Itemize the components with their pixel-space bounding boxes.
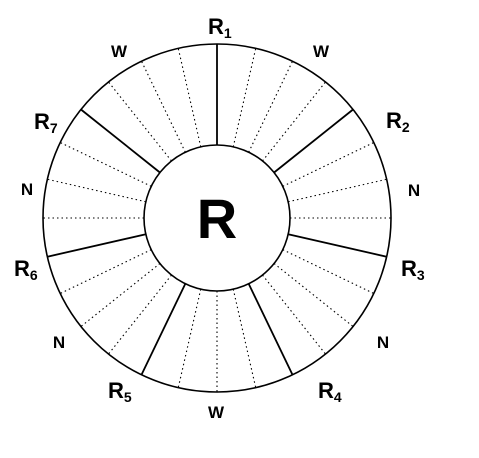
dotted-division-line	[59, 142, 152, 187]
dotted-division-line	[262, 81, 326, 162]
label-r3: R3	[401, 256, 425, 283]
label-r3-main: R	[401, 256, 417, 281]
label-r4-sub: 4	[334, 389, 342, 405]
label-n-left: N	[21, 180, 33, 199]
dotted-division-line	[232, 289, 257, 388]
dotted-division-line	[177, 289, 202, 388]
label-r2-sub: 2	[402, 119, 410, 135]
label-r1-main: R	[208, 14, 224, 39]
label-r4: R4	[318, 378, 342, 405]
label-n-right: N	[408, 181, 420, 200]
dotted-division-line	[80, 263, 161, 327]
dotted-division-line	[59, 249, 152, 294]
sector-boundary-line	[47, 233, 147, 258]
sector-boundaries	[47, 44, 387, 376]
dotted-division-line	[248, 60, 293, 153]
dotted-division-line	[177, 48, 202, 147]
dotted-division-line	[108, 274, 172, 355]
label-r7: R7	[34, 109, 58, 136]
label-r6-main: R	[14, 256, 30, 281]
label-w-top-right: W	[313, 42, 330, 61]
label-r1: R1	[208, 14, 232, 41]
sector-boundary-line	[273, 108, 354, 174]
label-r5-sub: 5	[124, 389, 132, 405]
center-label: R	[197, 187, 237, 250]
sector-boundary-line	[140, 283, 187, 376]
label-n-bottom-right: N	[377, 333, 389, 352]
dotted-divisions	[43, 48, 391, 392]
label-r5: R5	[108, 378, 132, 405]
dotted-division-line	[282, 249, 375, 294]
dotted-division-line	[273, 263, 354, 327]
inner-circle	[143, 144, 291, 292]
label-w-top-left: W	[111, 42, 128, 61]
dotted-division-line	[282, 142, 375, 187]
dotted-division-line	[141, 60, 186, 153]
label-r3-sub: 3	[417, 267, 425, 283]
dotted-division-line	[47, 178, 146, 203]
sector-boundary-line	[287, 233, 387, 258]
label-r2-main: R	[386, 108, 402, 133]
dotted-division-line	[232, 48, 257, 147]
label-n-bottom-left: N	[53, 333, 65, 352]
label-r1-sub: 1	[224, 25, 232, 41]
label-r6-sub: 6	[30, 267, 38, 283]
label-r4-main: R	[318, 378, 334, 403]
label-r2: R2	[386, 108, 410, 135]
dotted-division-line	[262, 274, 326, 355]
label-r7-main: R	[34, 109, 50, 134]
sector-boundary-line	[80, 108, 161, 174]
label-r6: R6	[14, 256, 38, 283]
dotted-division-line	[108, 81, 172, 162]
label-w-bottom: W	[208, 403, 225, 422]
dotted-division-line	[288, 178, 387, 203]
sector-boundary-line	[247, 283, 294, 376]
label-r5-main: R	[108, 378, 124, 403]
label-r7-sub: 7	[50, 120, 58, 136]
